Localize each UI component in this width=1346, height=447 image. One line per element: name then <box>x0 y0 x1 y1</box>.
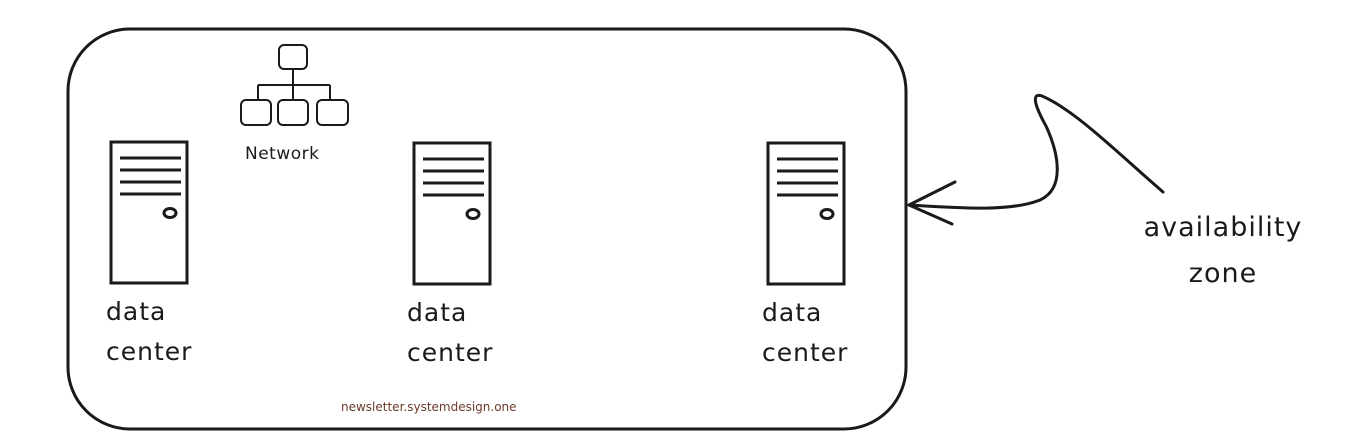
data-center-label-line1: data <box>106 297 167 326</box>
data-center-label-line1: data <box>762 298 823 327</box>
watermark-text: newsletter.systemdesign.one <box>341 400 517 414</box>
data-center-label-line2: center <box>762 338 849 367</box>
data-center-label-line1: data <box>407 298 468 327</box>
data-center-label: data center <box>106 292 192 372</box>
availability-zone-label: availability zone <box>1112 205 1334 297</box>
network-label: Network <box>245 144 320 164</box>
data-center-label: data center <box>407 293 493 373</box>
server-tower-icon <box>412 141 492 286</box>
server-tower-icon <box>766 141 846 286</box>
network-hierarchy-icon <box>240 44 349 126</box>
server-tower-icon <box>109 140 189 285</box>
availability-zone-box <box>66 27 908 431</box>
data-center-label-line2: center <box>407 338 494 367</box>
data-center-label: data center <box>762 293 848 373</box>
curved-arrow-icon <box>907 93 1165 226</box>
data-center-label-line2: center <box>106 337 193 366</box>
availability-zone-label-line2: zone <box>1188 258 1258 289</box>
availability-zone-label-line1: availability <box>1143 212 1303 243</box>
